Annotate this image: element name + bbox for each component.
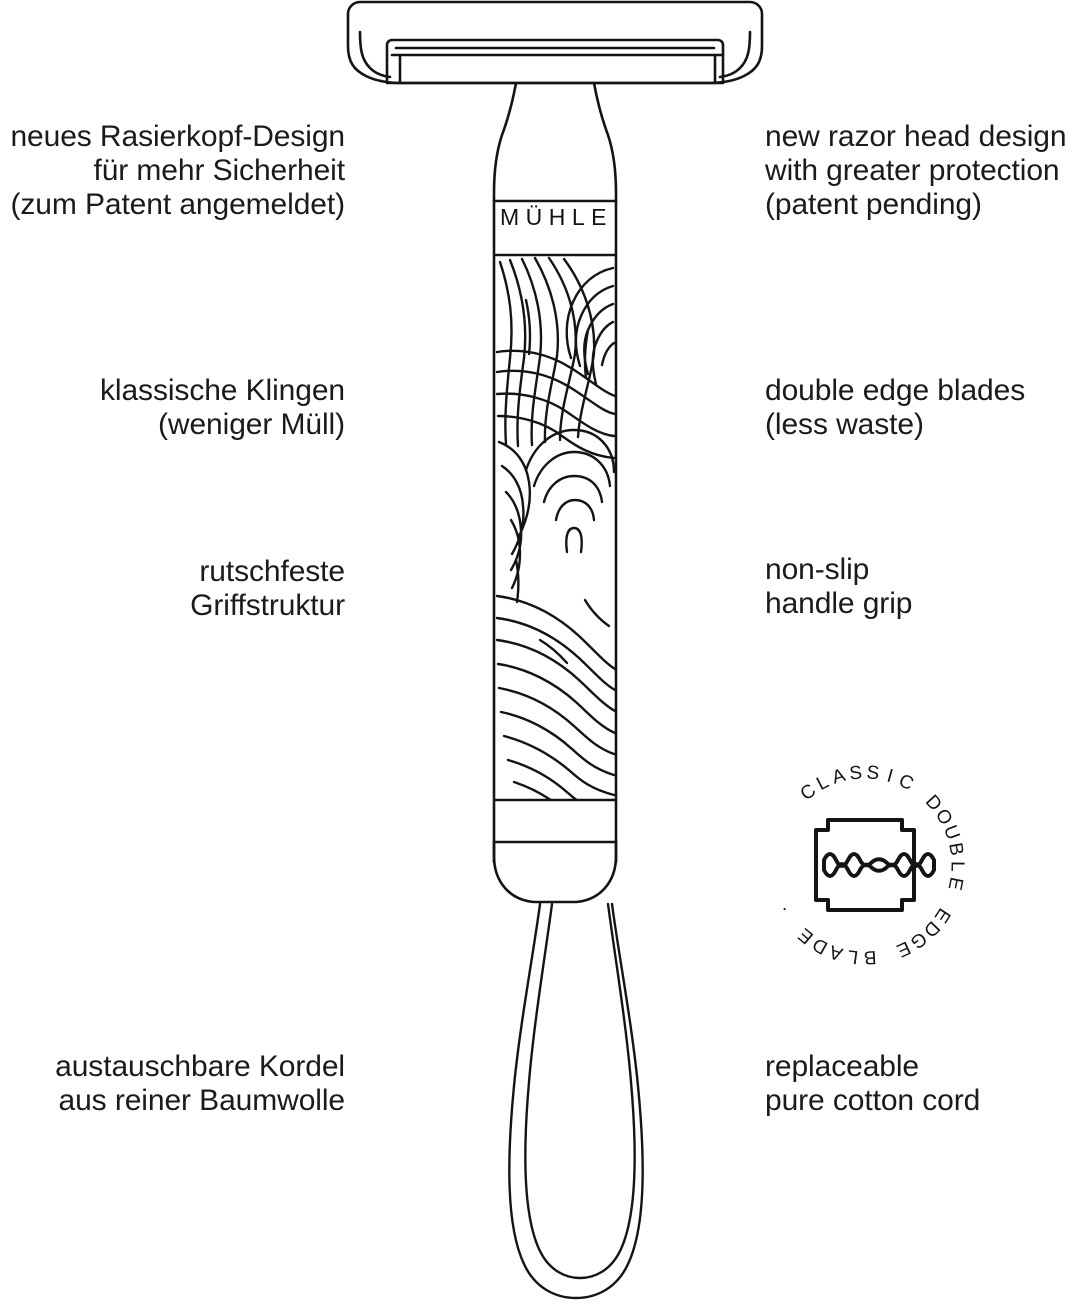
razor-head-outline — [346, 0, 764, 85]
annotation-head-en: new razor head design with greater prote… — [765, 120, 1067, 222]
razor-handle-body — [492, 199, 618, 904]
annotation-grip-en: non-slip handle grip — [765, 553, 913, 621]
badge-ring-letter: L — [846, 945, 859, 967]
annotation-blades-de: klassische Klingen (weniger Müll) — [100, 374, 345, 442]
badge-ring-letter: B — [944, 841, 967, 857]
badge-ring-letter: E — [944, 875, 967, 892]
razor-illustration: MÜHLE — [330, 0, 780, 1304]
badge-ring-letter: I — [885, 766, 896, 788]
annotation-grip-de: rutschfeste Griffstruktur — [190, 555, 345, 623]
cotton-cord-loop — [508, 902, 644, 1300]
badge-ring-letter: C — [895, 770, 917, 795]
badge-ring-letter: · — [774, 901, 795, 917]
badge-ring-letter: S — [866, 762, 880, 784]
badge-ring-letter: L — [946, 861, 967, 872]
handle-grip-texture — [496, 256, 615, 799]
razor-blade-icon — [814, 818, 936, 912]
annotation-head-de: neues Rasierkopf-Design für mehr Sicherh… — [10, 120, 345, 222]
annotation-cord-de: austauschbare Kordel aus reiner Baumwoll… — [55, 1050, 345, 1118]
brand-wordmark: MÜHLE — [500, 204, 613, 230]
razor-blade-slot — [385, 38, 725, 85]
annotation-cord-en: replaceable pure cotton cord — [765, 1050, 981, 1118]
badge-ring-letter: B — [863, 946, 877, 968]
razor-neck — [492, 81, 618, 203]
badge-ring-letter: A — [830, 765, 848, 789]
badge-ring-letter: S — [848, 762, 863, 784]
annotation-blades-en: double edge blades (less waste) — [765, 374, 1026, 442]
